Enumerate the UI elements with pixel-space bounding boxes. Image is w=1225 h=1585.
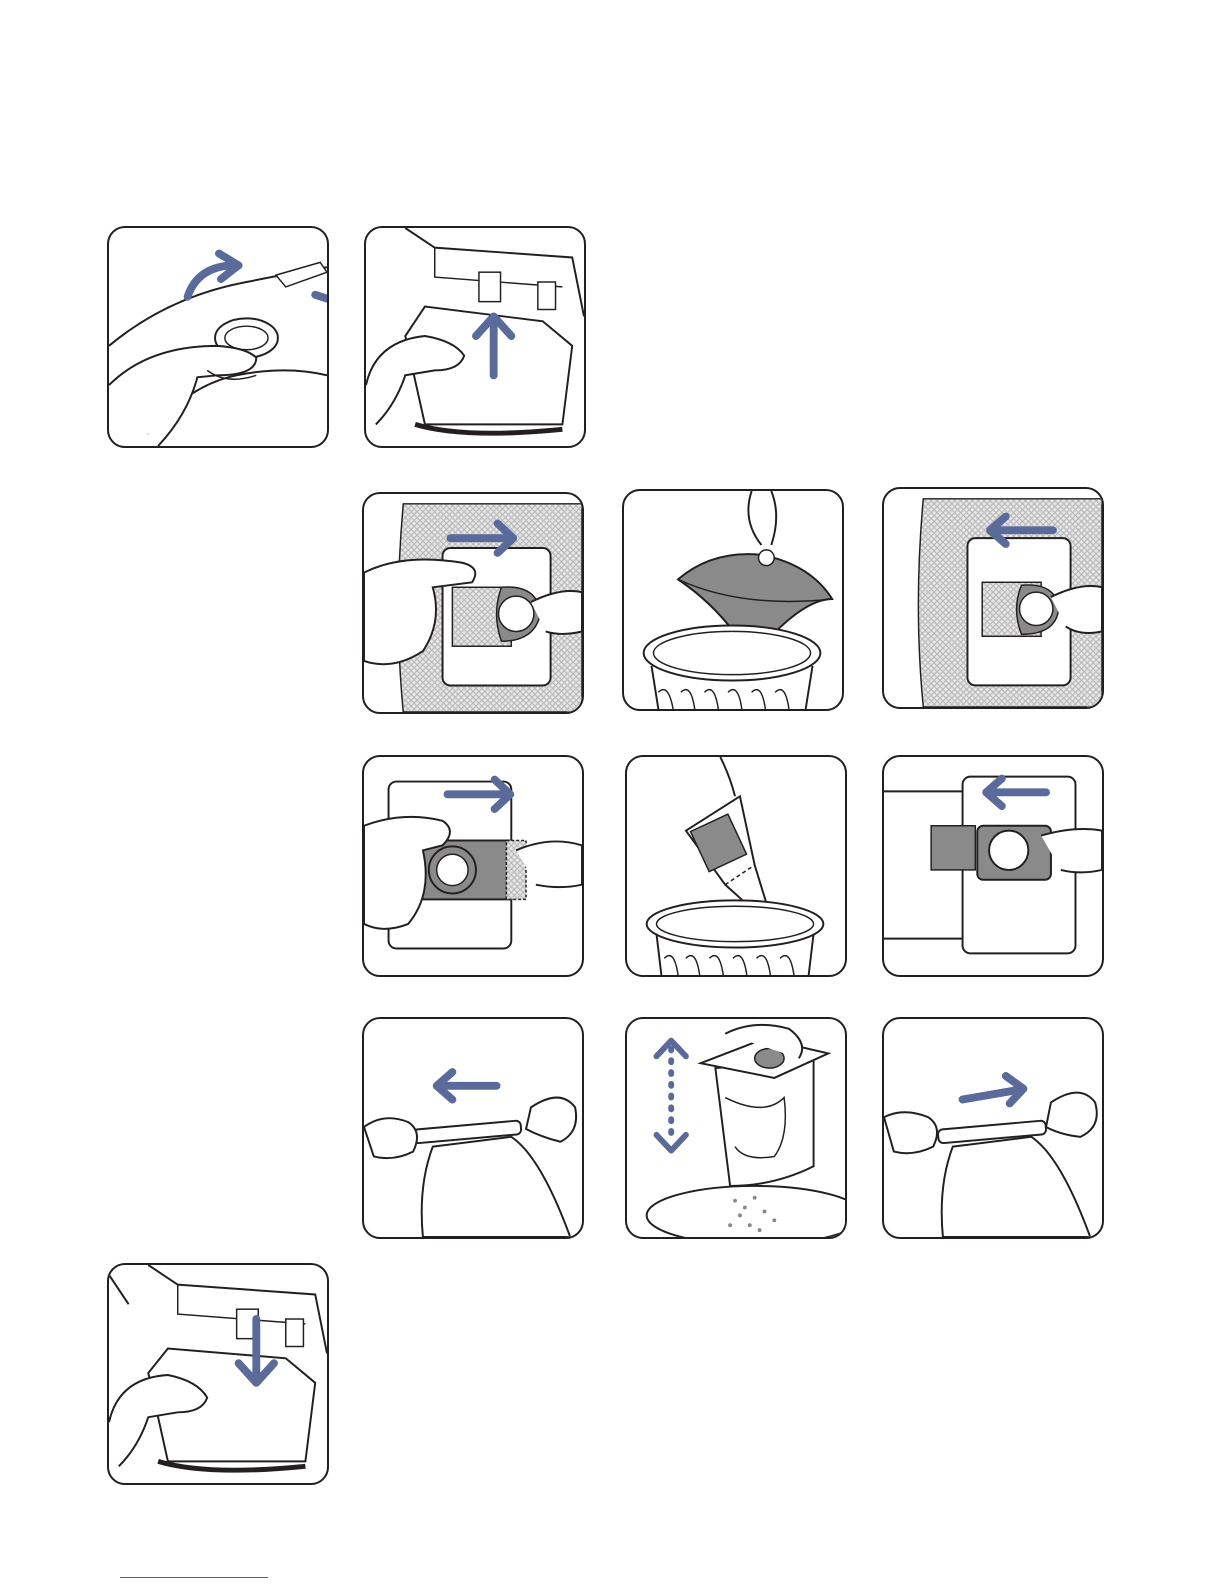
step-lift-bag-holder-panel: [364, 226, 586, 448]
step-slide-out-cloth-bag-panel: [362, 492, 584, 714]
step-slide-in-cloth-bag-panel: [882, 487, 1104, 709]
step-remove-clip-panel: [362, 1017, 584, 1239]
step-attach-clip-panel: [882, 1017, 1104, 1239]
step-empty-cloth-bag-panel: [622, 489, 844, 711]
step-slide-out-paper-bag-panel: [362, 755, 584, 977]
step-shake-container-panel: [625, 1017, 847, 1239]
arrow-left-icon: [437, 1072, 497, 1099]
arrow-right-icon: [963, 1076, 1024, 1103]
step-slide-in-paper-bag-panel: [882, 755, 1104, 977]
step-open-lid-panel: [107, 226, 329, 448]
step-dispose-paper-bag-panel: [625, 755, 847, 977]
step-insert-bag-holder-panel: [107, 1263, 329, 1485]
footer-link-underline: [120, 1577, 268, 1578]
arrow-up-down-icon: [656, 1041, 685, 1151]
